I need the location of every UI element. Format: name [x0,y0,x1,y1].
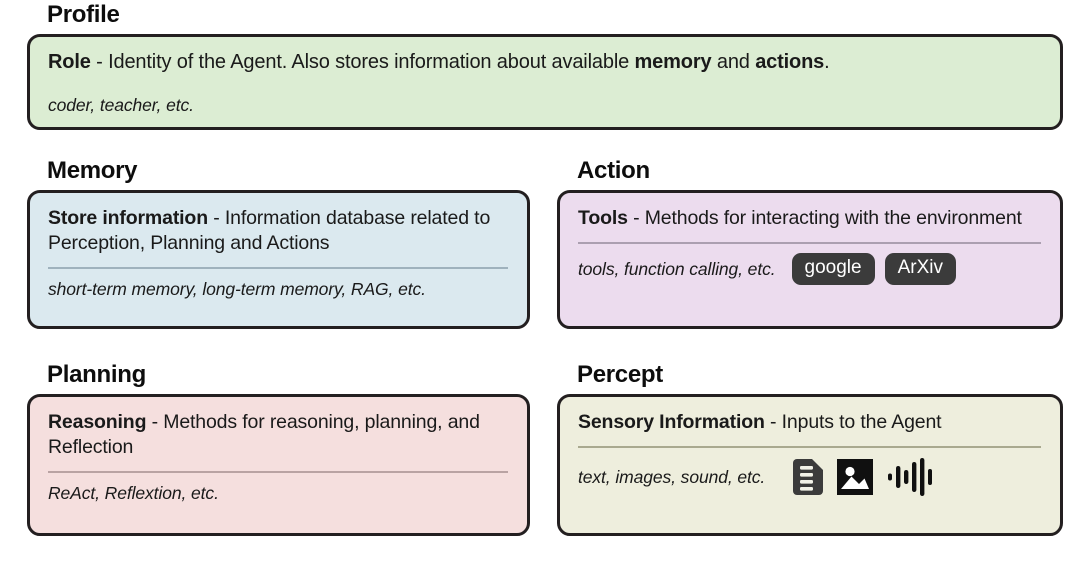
card-action-divider [578,242,1041,245]
card-action-examples: tools, function calling, etc. [578,258,776,279]
card-profile-term: Role [48,51,91,74]
card-percept-text: Inputs to the Agent [781,411,942,434]
card-percept-footer: text, images, sound, etc. [578,457,1042,497]
section-title-memory: Memory [47,157,138,184]
card-planning-footer: ReAct, Reflextion, etc. [48,482,509,504]
card-planning-examples: ReAct, Reflextion, etc. [48,482,219,503]
card-percept-examples: text, images, sound, etc. [578,466,766,487]
section-percept: Percept Sensory Information - Inputs to … [557,361,1063,537]
section-memory: Memory Store information - Information d… [27,157,530,330]
card-memory-dash: - [207,207,225,230]
card-percept: Sensory Information - Inputs to the Agen… [557,394,1063,537]
card-profile-description: Role - Identity of the Agent. Also store… [48,50,1042,76]
card-profile-footer: coder, teacher, etc. [48,95,1042,117]
card-memory-term: Store information [48,207,208,230]
section-title-profile: Profile [47,1,120,28]
tool-pill-row: google ArXiv [791,253,956,286]
section-profile: Profile Role - Identity of the Agent. Al… [27,1,1063,131]
card-action-text: Methods for interacting with the environ… [644,207,1022,230]
card-profile-dash: - [90,51,109,74]
card-planning-dash: - [146,411,164,434]
card-action: Tools - Methods for interacting with the… [557,190,1063,330]
percept-icon-row [793,457,937,497]
card-memory-divider [48,267,508,270]
card-profile-text: Identity of the Agent. Also stores infor… [108,51,635,74]
card-planning: Reasoning - Methods for reasoning, plann… [27,394,530,537]
card-profile-bold-memory: memory [634,51,712,74]
tool-pill-google[interactable]: google [791,253,875,286]
card-percept-dash: - [764,411,782,434]
audio-waveform-icon [887,457,937,497]
card-action-description: Tools - Methods for interacting with the… [578,206,1042,231]
section-title-percept: Percept [577,361,663,388]
card-memory-description: Store information - Information database… [48,206,509,256]
card-planning-description: Reasoning - Methods for reasoning, plann… [48,410,509,460]
tool-pill-arxiv[interactable]: ArXiv [884,253,956,286]
card-action-footer: tools, function calling, etc. google ArX… [578,253,1042,286]
card-profile-tail: . [824,51,830,74]
card-profile-bold-actions: actions [755,51,825,74]
card-action-dash: - [627,207,645,230]
text-document-icon [793,459,824,496]
section-planning: Planning Reasoning - Methods for reasoni… [27,361,530,537]
card-planning-text: Methods for reasoning, planning, and Ref… [48,411,480,459]
card-profile: Role - Identity of the Agent. Also store… [27,34,1063,131]
card-memory-footer: short-term memory, long-term memory, RAG… [48,278,509,300]
card-memory-text: Information database related to Percepti… [48,207,491,255]
card-memory-examples: short-term memory, long-term memory, RAG… [48,278,426,299]
card-action-term: Tools [578,207,628,230]
image-icon [837,459,874,496]
card-percept-description: Sensory Information - Inputs to the Agen… [578,410,1042,435]
card-profile-examples: coder, teacher, etc. [48,95,194,116]
section-title-action: Action [577,157,650,184]
section-title-planning: Planning [47,361,146,388]
card-planning-term: Reasoning [48,411,147,434]
section-action: Action Tools - Methods for interacting w… [557,157,1063,330]
card-percept-term: Sensory Information [578,411,765,434]
card-planning-divider [48,471,508,474]
card-profile-mid: and [711,51,756,74]
card-percept-divider [578,446,1041,449]
card-memory: Store information - Information database… [27,190,530,330]
